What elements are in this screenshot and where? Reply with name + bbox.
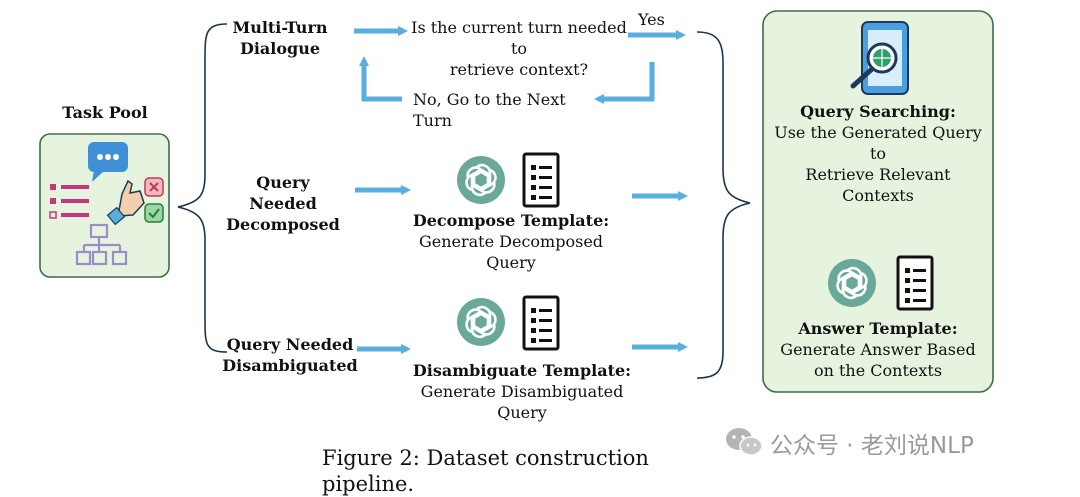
query-searching-text: Query Searching: Use the Generated Query…	[768, 101, 988, 206]
branch-label-line: Decomposed	[226, 215, 340, 234]
left-brace	[177, 23, 228, 353]
document-template-icon	[896, 255, 934, 311]
wechat-icon	[726, 428, 763, 456]
task-pool-box	[39, 133, 170, 278]
chat-bubble-icon	[88, 142, 128, 182]
no-next-turn-label: No, Go to the Next Turn	[413, 90, 566, 130]
figure-caption: Figure 2: Dataset construction pipeline.	[322, 446, 649, 496]
answer-template-text: Answer Template: Generate Answer Based o…	[768, 318, 988, 381]
pointer-hand-icon	[106, 177, 164, 226]
yes-label: Yes	[638, 10, 665, 29]
question-line: Is the current turn needed to	[411, 18, 627, 58]
retrieval-question: Is the current turn needed to retrieve c…	[408, 17, 630, 80]
disambiguate-template-text: Disambiguate Template: Generate Disambig…	[400, 360, 644, 423]
branch-label-line: Dialogue	[239, 39, 321, 58]
arrow-loop-back	[594, 62, 655, 104]
answer-description-line: on the Contexts	[813, 361, 943, 380]
search-description-line: Retrieve Relevant Contexts	[805, 165, 951, 205]
branch-label-line: Query Needed	[226, 335, 354, 354]
arrow-loop-up	[359, 56, 402, 102]
phone-search-icon	[850, 21, 909, 95]
template-title: Decompose Template:	[412, 211, 610, 230]
decompose-template-text: Decompose Template: Generate Decomposed …	[400, 210, 622, 273]
template-description: Generate Disambiguated Query	[420, 382, 624, 422]
document-template-icon	[522, 152, 560, 208]
search-description-line: Use the Generated Query to	[774, 123, 982, 163]
template-description: Generate Decomposed Query	[418, 232, 604, 272]
branch-label-decompose: Query Needed Decomposed	[220, 172, 346, 235]
right-brace	[696, 31, 751, 379]
openai-logo-icon	[455, 296, 507, 348]
openai-logo-icon	[455, 154, 507, 206]
right-panel	[762, 10, 994, 393]
document-template-icon	[522, 295, 560, 351]
branch-label-disambiguate: Query Needed Disambiguated	[222, 334, 358, 376]
search-title: Query Searching:	[800, 102, 956, 121]
branch-label-line: Multi-Turn	[232, 18, 328, 37]
pipeline-diagram	[39, 10, 994, 393]
openai-logo-icon	[826, 257, 878, 309]
branch-label-multi-turn: Multi-Turn Dialogue	[224, 17, 336, 59]
answer-title: Answer Template:	[798, 319, 958, 338]
branch-label-line: Disambiguated	[222, 356, 358, 375]
task-pool-title: Task Pool	[62, 103, 148, 122]
hierarchy-icon	[75, 223, 128, 266]
question-line: retrieve context?	[449, 60, 589, 79]
branch-label-line: Query Needed	[249, 173, 317, 213]
template-title: Disambiguate Template:	[412, 361, 632, 380]
watermark-text: 公众号 · 老刘说NLP	[770, 433, 974, 459]
checklist-icon	[49, 184, 89, 219]
answer-description-line: Generate Answer Based	[780, 340, 976, 359]
